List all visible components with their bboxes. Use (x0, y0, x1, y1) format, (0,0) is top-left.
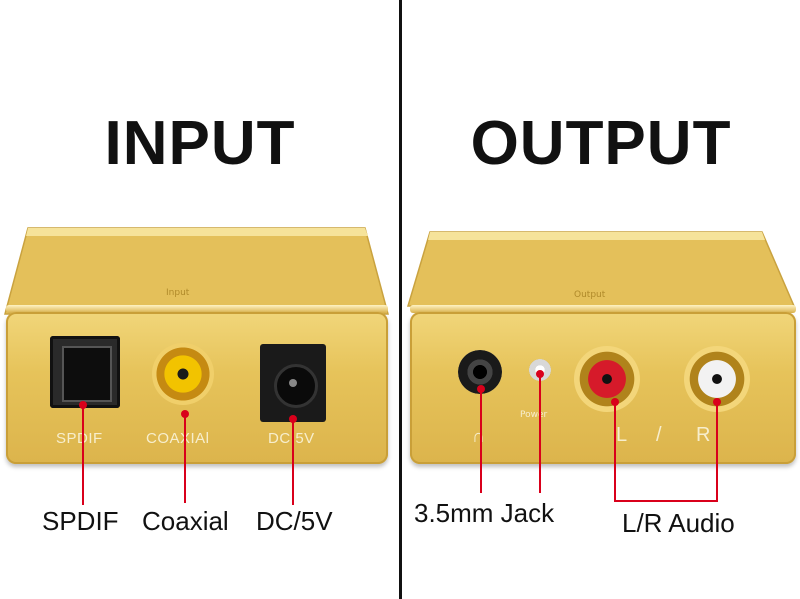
callout-dc: DC/5V (256, 506, 333, 536)
output-panel: OUTPUT Output Power ∩ L / R 3.5mm Jack L… (402, 0, 800, 599)
power-callout-line (539, 374, 541, 493)
callout-jack: 3.5mm Jack (414, 498, 555, 528)
coaxial-rca-port (152, 343, 214, 405)
face-label-right: R (696, 424, 711, 446)
callout-lr-audio: L/R Audio (622, 508, 735, 538)
spdif-optical-port (50, 336, 120, 408)
input-panel: INPUT Input SPDIF COAXIAl DC 5V SPDIF Co… (4, 109, 389, 536)
callout-spdif: SPDIF (42, 506, 119, 536)
face-label-left: L (616, 424, 628, 446)
dc-callout-line (292, 419, 294, 505)
left-rca-port (574, 346, 640, 412)
output-device-top-text: Output (574, 290, 606, 300)
face-label-spdif: SPDIF (56, 430, 103, 447)
input-device-top-text: Input (166, 288, 190, 298)
input-title: INPUT (104, 109, 296, 178)
dc-pin (289, 379, 297, 387)
left-callout-line (614, 402, 616, 502)
dc-power-port (260, 344, 326, 422)
lr-callout-bracket (614, 500, 718, 502)
headphone-icon: ∩ (472, 426, 486, 446)
spdif-callout-line (82, 405, 84, 505)
face-label-power: Power (520, 410, 548, 420)
input-device-lip (6, 305, 388, 313)
coaxial-callout-line (184, 414, 186, 503)
output-device-lip (410, 305, 796, 313)
output-title: OUTPUT (470, 109, 732, 178)
right-callout-line (716, 402, 718, 502)
face-label-slash: / (656, 424, 663, 446)
face-label-coaxial: COAXIAl (146, 430, 210, 447)
dc-hole (274, 364, 318, 408)
optical-port-inner (62, 346, 112, 402)
face-label-dc: DC 5V (268, 430, 315, 447)
input-device-top (4, 227, 389, 315)
callout-coaxial: Coaxial (142, 506, 229, 536)
jack-callout-line (480, 389, 482, 493)
panel-divider (399, 0, 402, 599)
